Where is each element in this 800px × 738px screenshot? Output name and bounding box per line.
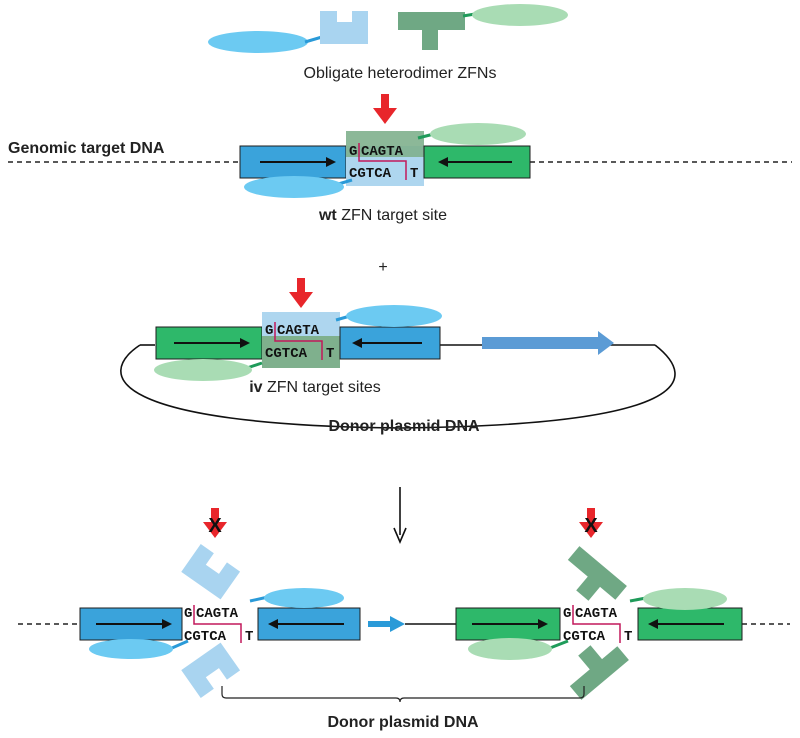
cut-line: [358, 143, 407, 180]
top-strand-first: G: [265, 323, 273, 339]
plus-sign: +: [378, 259, 387, 276]
green-fok-domain: [567, 546, 627, 601]
blue-zinc-finger-ellipse: [346, 305, 442, 327]
blue-zinc-finger-ellipse: [244, 176, 344, 198]
genomic-target-label: Genomic target DNA: [8, 140, 165, 157]
top-strand-rest: CAGTA: [277, 323, 320, 339]
down-arrow-icon: [393, 487, 407, 545]
green-zinc-finger-ellipse: [468, 638, 552, 660]
donor-plasmid-bottom-label: Donor plasmid DNA: [327, 714, 479, 731]
blue-fok-domain: [181, 642, 241, 698]
blue-zinc-finger-ellipse: [264, 588, 344, 608]
bottom-strand-last: T: [624, 629, 632, 645]
green-zinc-finger-ellipse: [154, 359, 252, 381]
donor-plasmid: G CAGTA CGTCA T: [120, 278, 676, 429]
donor-plasmid-label: Donor plasmid DNA: [328, 418, 480, 435]
zfn-heterodimer-label: Obligate heterodimer ZFNs: [304, 65, 497, 82]
green-zinc-finger-ellipse: [472, 4, 568, 26]
iv-site-label: iv ZFN target sites: [249, 379, 381, 396]
bottom-strand-last: T: [245, 629, 253, 645]
crossed-red-arrow-icon: X: [579, 508, 603, 538]
cut-site-icon: [373, 94, 397, 124]
blue-fok-domain: [320, 11, 368, 44]
top-strand-first: G: [184, 606, 192, 622]
blue-zinc-finger-ellipse: [208, 31, 308, 53]
blue-fok-domain: [181, 544, 241, 600]
green-zinc-finger-ellipse: [430, 123, 526, 145]
left-junction: X G CAGTA CGTCA T: [79, 508, 405, 698]
blocked-marker: X: [584, 515, 598, 537]
top-strand-first: G: [563, 606, 571, 622]
cut-line: [274, 322, 323, 360]
wt-target-site: G CAGTA CGTCA T: [239, 94, 531, 198]
zfn-pair-top: [208, 4, 568, 53]
green-fok-domain: [569, 645, 629, 700]
blue-linker: [171, 639, 189, 650]
cut-site-icon: [289, 278, 313, 308]
plasmid-backbone: [120, 344, 676, 429]
green-linker: [549, 639, 569, 650]
bottom-strand-main: CGTCA: [184, 629, 227, 645]
donor-bracket: [221, 686, 585, 703]
top-strand-rest: CAGTA: [575, 606, 618, 622]
bottom-strand-main: CGTCA: [265, 346, 308, 362]
bottom-strand-main: CGTCA: [349, 166, 392, 182]
top-strand-first: G: [349, 144, 357, 160]
blue-zinc-finger-ellipse: [89, 639, 173, 659]
top-strand-rest: CAGTA: [361, 144, 404, 160]
transgene-arrow: [368, 616, 405, 632]
cut-line: [193, 605, 242, 643]
cut-line: [572, 605, 621, 643]
blue-linker: [304, 35, 323, 44]
green-fok-domain: [398, 12, 465, 50]
wt-site-label: wt ZFN target site: [318, 207, 447, 224]
right-junction: X G CAGTA CGTCA T: [455, 508, 743, 700]
blocked-marker: X: [208, 515, 222, 537]
crossed-red-arrow-icon: X: [203, 508, 227, 538]
top-strand-rest: CAGTA: [196, 606, 239, 622]
green-zinc-finger-ellipse: [643, 588, 727, 610]
bottom-strand-main: CGTCA: [563, 629, 606, 645]
bottom-strand-last: T: [326, 346, 334, 362]
bottom-strand-last: T: [410, 166, 418, 182]
transgene-arrow: [482, 331, 614, 355]
